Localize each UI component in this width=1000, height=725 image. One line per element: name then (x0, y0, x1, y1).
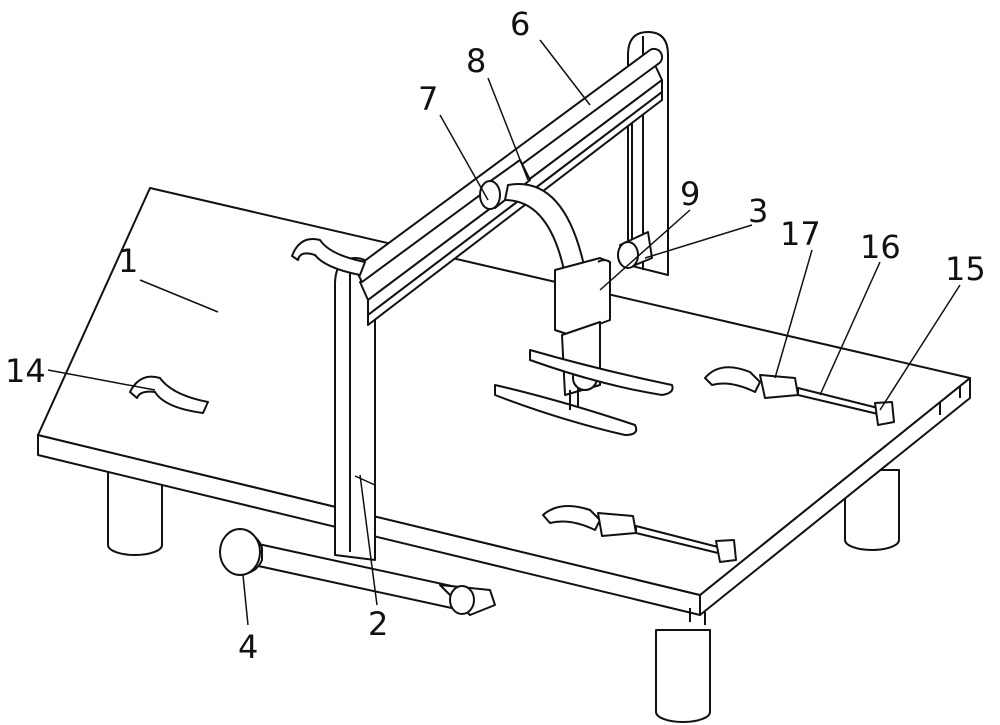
label-6: 6 (510, 5, 530, 43)
motor-4 (220, 529, 260, 575)
label-7: 7 (418, 80, 438, 118)
label-4: 4 (238, 628, 258, 666)
label-9: 9 (680, 175, 700, 213)
label-16: 16 (860, 228, 901, 266)
label-2: 2 (368, 605, 388, 643)
label-8: 8 (466, 42, 486, 80)
label-17: 17 (780, 215, 821, 253)
label-3: 3 (748, 192, 768, 230)
label-15: 15 (945, 250, 986, 288)
label-1: 1 (118, 242, 138, 280)
label-14: 14 (5, 352, 46, 390)
